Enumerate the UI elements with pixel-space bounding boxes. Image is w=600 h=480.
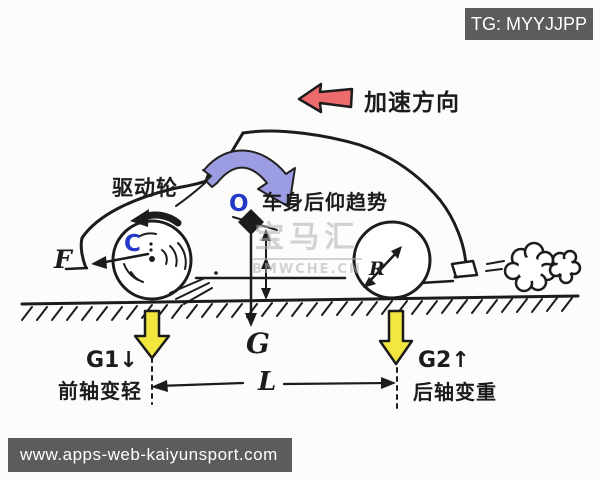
- center-of-mass-label: O: [229, 191, 249, 217]
- front-load-arrow-icon: [133, 309, 171, 360]
- body-pitch-label: 车身后仰趋势: [262, 190, 388, 214]
- front-wheel: [111, 219, 218, 305]
- front-load-label: G1↓: [86, 348, 138, 373]
- drive-wheel-label: 驱动轮: [112, 176, 178, 200]
- wheel-rotation-arrow-icon: [130, 209, 182, 227]
- acceleration-arrow-icon: [297, 82, 354, 114]
- car-body: [64, 129, 479, 285]
- wheel-center-label: C: [124, 231, 141, 257]
- wheelbase-label: L: [258, 367, 277, 397]
- cg-marker-icon: [232, 209, 278, 235]
- drive-force-arrow-icon: [91, 252, 150, 269]
- rear-load-label: G2↑: [418, 348, 470, 373]
- drive-force-label: F: [54, 245, 72, 274]
- pitch-arrow-icon: [202, 149, 296, 208]
- wheel-radius-label: R: [369, 258, 385, 280]
- acceleration-direction-label: 加速方向: [364, 90, 460, 116]
- site-watermark-bar: www.apps-web-kaiyunsport.com: [8, 438, 292, 472]
- rear-load-arrow-icon: [378, 309, 414, 366]
- ground: [20, 294, 580, 321]
- tg-watermark-badge: TG: MYYJJPP: [465, 8, 593, 40]
- radius-arrow-icon: [363, 246, 402, 288]
- rear-wheel: [352, 220, 432, 300]
- cg-height-arrow-icon: [261, 229, 271, 300]
- exhaust-smoke-icon: [485, 241, 582, 293]
- gravity-label: G: [246, 327, 270, 360]
- gravity-arrow-icon: [245, 233, 257, 327]
- wheelbase-dimension: [151, 357, 398, 413]
- rear-axle-label: 后轴变重: [413, 380, 497, 404]
- front-axle-label: 前轴变轻: [58, 379, 142, 403]
